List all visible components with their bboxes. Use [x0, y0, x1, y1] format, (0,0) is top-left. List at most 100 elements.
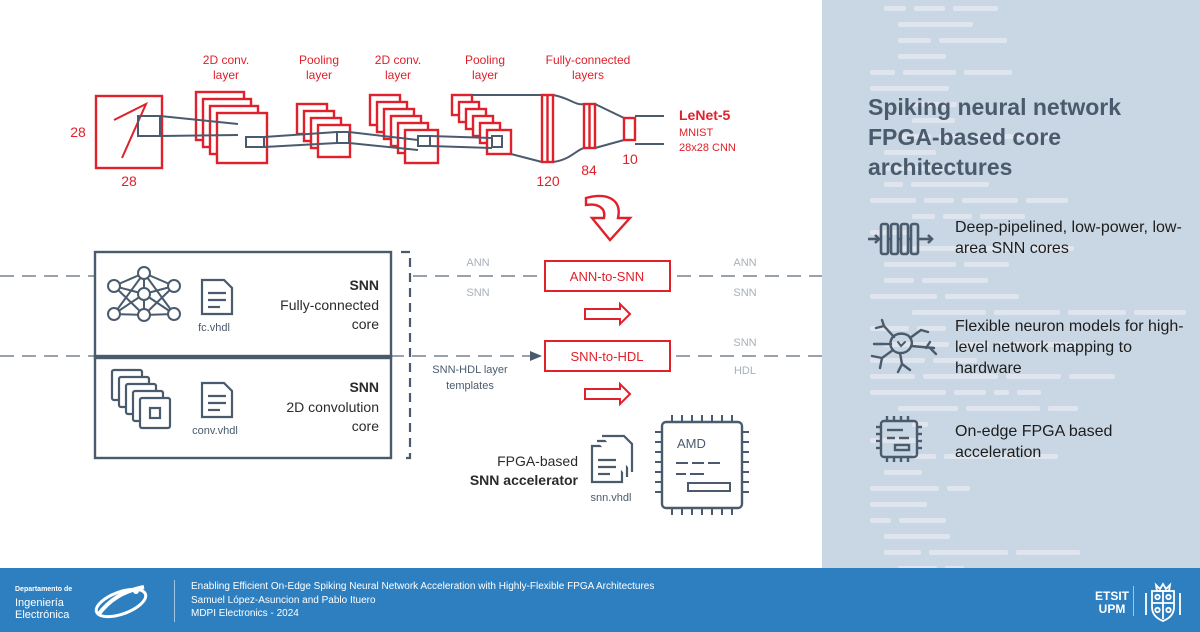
layer-label: Pooling [299, 53, 339, 67]
code-stroke [870, 374, 915, 379]
code-stroke [911, 182, 989, 187]
fc-connections [472, 94, 664, 163]
conv-core-desc: 2D convolution [286, 399, 379, 415]
code-stroke [1000, 454, 1017, 459]
input-image [94, 94, 164, 170]
code-stroke [884, 182, 903, 187]
code-stroke [912, 102, 957, 107]
fpga-chip-icon [655, 415, 749, 515]
code-stroke [870, 438, 921, 443]
conv-file-icon [200, 381, 234, 419]
arrow-icon [584, 301, 632, 327]
code-stroke [884, 470, 922, 475]
snn-file-icon [590, 434, 634, 484]
code-stroke [870, 358, 925, 363]
arrow-icon [584, 381, 632, 407]
code-stroke [870, 390, 946, 395]
code-stroke [944, 454, 992, 459]
kernel-projections [137, 115, 503, 151]
department-logo-text: Departamento de Ingeniería Electrónica [15, 584, 72, 621]
code-stroke [898, 38, 931, 43]
neural-net-icon [107, 266, 181, 322]
pipeline-icon [868, 222, 934, 256]
conv-core-box [93, 354, 393, 460]
layer-label: 2D conv. [375, 53, 421, 67]
code-stroke [972, 134, 1054, 139]
code-stroke [980, 214, 1025, 219]
model-desc: 28x28 CNN [679, 142, 736, 154]
code-stroke [962, 198, 1018, 203]
code-stroke [966, 406, 1040, 411]
code-stroke [884, 6, 906, 11]
layer-label: layers [572, 68, 604, 82]
code-stroke [898, 134, 931, 139]
code-stroke [884, 278, 914, 283]
department-line: Electrónica [15, 609, 70, 621]
sidebar-title-line: Spiking neural network [868, 94, 1122, 120]
university-seal-icon [1145, 582, 1181, 622]
fc-core-title: SNN [349, 277, 379, 293]
school-name: ETSIT [1095, 589, 1130, 603]
department-logo-icon [94, 585, 148, 619]
code-stroke [1025, 454, 1058, 459]
flow-label: ANN [466, 257, 489, 269]
fc-size-label: 10 [622, 151, 638, 167]
neuron-icon [870, 318, 938, 374]
sidebar-title-line: FPGA-based core [868, 124, 1061, 150]
code-stroke [947, 486, 970, 491]
code-stroke [912, 214, 935, 219]
layer-label: Pooling [465, 53, 505, 67]
accelerator-label: SNN accelerator [470, 472, 579, 488]
code-stroke [939, 38, 1007, 43]
snn-file-name: snn.vhdl [591, 492, 632, 504]
down-arrows [584, 301, 632, 407]
code-stroke [964, 262, 1009, 267]
conv-core-desc: core [352, 418, 379, 434]
school-logo-text: ETSIT UPM [1095, 590, 1129, 616]
code-stroke [922, 278, 988, 283]
paper-title: Enabling Efficient On-Edge Spiking Neura… [191, 581, 655, 592]
code-stroke [1017, 390, 1041, 395]
flow-label: SNN [733, 337, 756, 349]
feature-text: Deep-pipelined, low-power, low-area SNN … [955, 219, 1182, 257]
feature-text: Flexible neuron models for high-level ne… [955, 318, 1184, 377]
code-stroke [884, 166, 952, 171]
ann-to-snn-label: ANN-to-SNN [570, 269, 644, 284]
conv-core-title: SNN [349, 379, 379, 395]
input-size-label: 28 [70, 124, 86, 140]
code-stroke [914, 6, 945, 11]
paper-venue: MDPI Electronics - 2024 [191, 608, 299, 619]
citation: Enabling Efficient On-Edge Spiking Neura… [191, 580, 654, 621]
code-stroke [1016, 550, 1080, 555]
input-size-label: 28 [121, 173, 137, 189]
code-stroke [943, 214, 972, 219]
code-stroke [899, 518, 946, 523]
sidebar-panel [822, 0, 1200, 568]
code-stroke [994, 310, 1060, 315]
code-background [870, 6, 1186, 568]
conv2-stack [368, 93, 440, 165]
feature-maps-icon [110, 368, 172, 430]
fc-file-name: fc.vhdl [198, 322, 230, 334]
pool1-stack [295, 102, 352, 159]
paper-authors: Samuel López-Asuncion and Pablo Ituero [191, 594, 376, 606]
conv-file-name: conv.vhdl [192, 425, 238, 437]
fc-core-desc: Fully-connected [280, 297, 379, 313]
code-stroke [1068, 310, 1126, 315]
code-stroke [997, 342, 1077, 347]
flow-label: HDL [734, 365, 756, 377]
conv1-stack [194, 90, 269, 165]
code-stroke [898, 566, 937, 568]
layer-label: layer [385, 68, 411, 82]
code-stroke [933, 358, 977, 363]
flow-label: ANN [733, 257, 756, 269]
layer-label: 2D conv. [203, 53, 249, 67]
code-stroke [898, 406, 958, 411]
code-stroke [912, 118, 955, 123]
chip-icon [876, 416, 922, 462]
code-stroke [870, 294, 937, 299]
code-stroke [945, 294, 1019, 299]
code-stroke [1048, 406, 1078, 411]
fc-file-icon [200, 278, 234, 316]
ann-to-snn-box [544, 260, 671, 292]
